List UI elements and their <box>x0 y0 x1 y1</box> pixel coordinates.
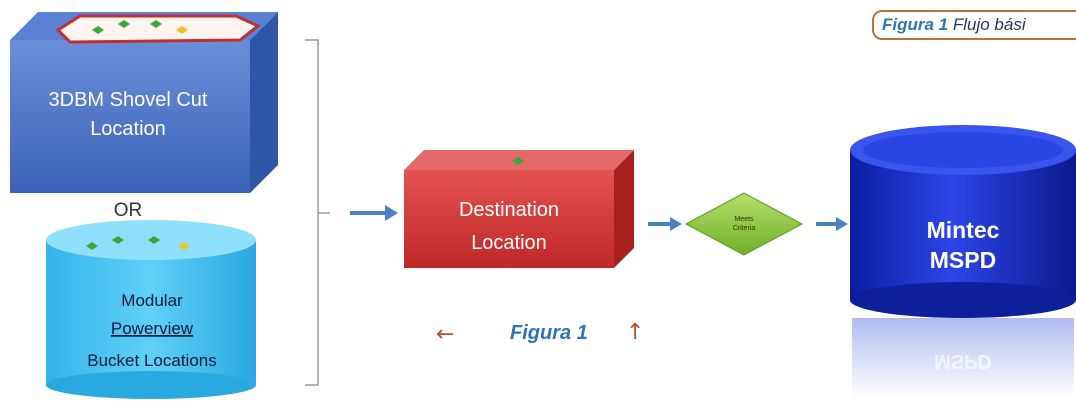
up-arrow-icon[interactable]: ↑ <box>626 320 645 345</box>
powerview-label-3: Bucket Locations <box>87 351 216 370</box>
merge-bracket <box>305 39 319 386</box>
criteria-diamond <box>684 192 804 256</box>
powerview-cylinder <box>46 220 256 399</box>
arrow-to-mspd <box>816 217 848 231</box>
criteria-label-1: Meets <box>734 216 754 223</box>
destination-box <box>404 150 634 268</box>
figure-caption-top: Figura 1 Flujo bási <box>872 10 1076 40</box>
shovel-cut-label-1: 3DBM Shovel Cut <box>49 89 208 111</box>
destination-marker <box>512 157 524 165</box>
pit-outline-shape <box>55 14 261 44</box>
arrow-to-criteria <box>648 217 682 231</box>
caption-figure-label: Figura 1 <box>882 15 949 34</box>
powerview-label-1: Modular <box>121 291 183 310</box>
prev-arrow-icon[interactable]: ← <box>436 322 455 347</box>
powerview-label-2: Powerview <box>111 319 194 338</box>
bucket-markers-cylinder <box>86 236 190 250</box>
shovel-cut-label-2: Location <box>90 118 166 140</box>
mspd-label-1: Mintec <box>927 217 1000 243</box>
criteria-label-2: Criteria <box>733 225 756 232</box>
destination-label-1: Destination <box>459 199 559 221</box>
mspd-label-2: MSPD <box>930 247 996 273</box>
caption-figure-text: Flujo bási <box>952 15 1026 34</box>
mspd-cylinder <box>850 125 1076 398</box>
mspd-reflection-label: MSPD <box>934 350 992 372</box>
figure-label: Figura 1 <box>510 322 588 344</box>
shovel-cut-box <box>10 12 278 193</box>
arrow-to-destination <box>350 205 398 221</box>
bucket-markers <box>92 20 188 34</box>
destination-label-2: Location <box>471 232 547 254</box>
or-label: OR <box>114 200 143 221</box>
